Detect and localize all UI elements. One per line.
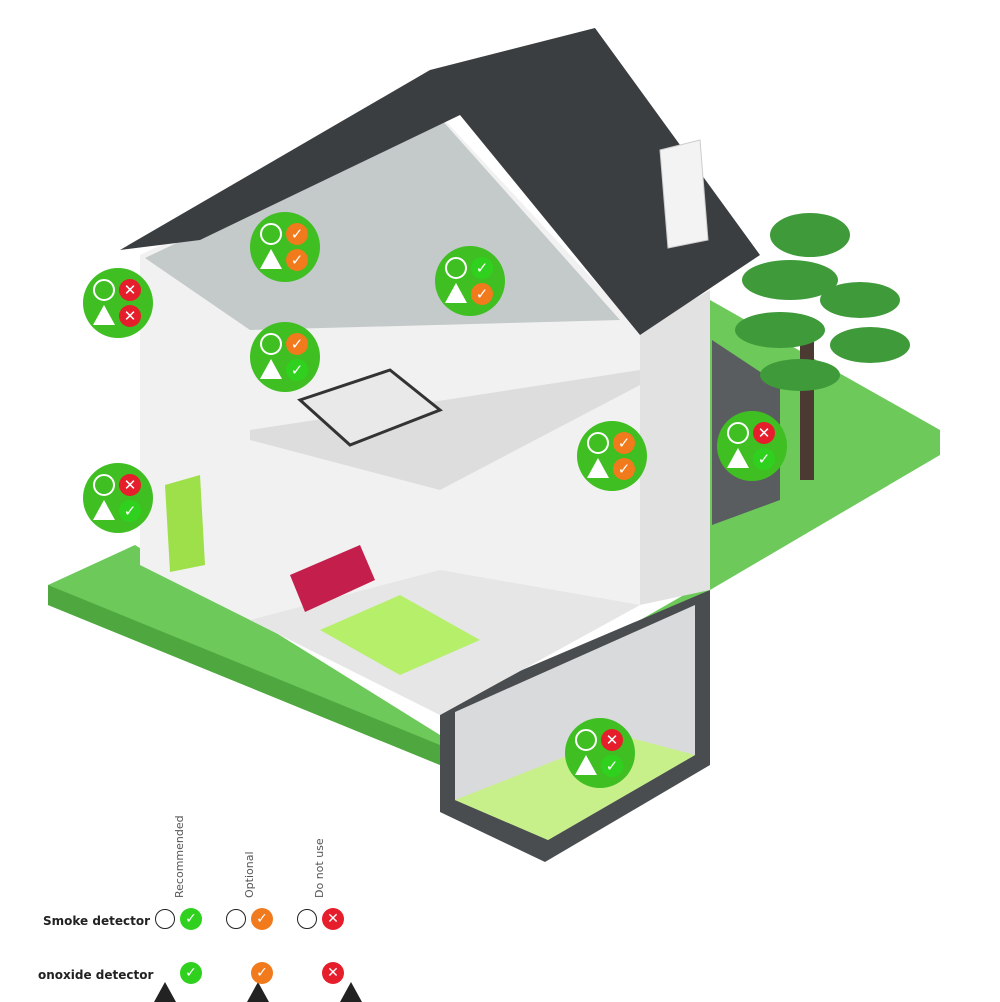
detector-badge-garage: ✕✓ xyxy=(717,411,787,481)
co-detector-icon xyxy=(727,448,749,468)
smoke-do-not-use-icon: ✕ xyxy=(119,474,141,496)
smoke-detector-icon xyxy=(575,729,597,751)
legend-smoke-icon xyxy=(155,909,175,929)
co-optional-icon: ✓ xyxy=(471,283,493,305)
legend-recommended-icon: ✓ xyxy=(180,908,202,930)
legend-col-recommended: Recommended xyxy=(173,815,186,898)
co-detector-icon xyxy=(575,755,597,775)
smoke-optional-icon: ✓ xyxy=(286,333,308,355)
basement-floor xyxy=(455,735,695,840)
legend-co-icon xyxy=(154,963,176,1002)
legend-optional-icon: ✓ xyxy=(251,962,273,984)
legend-row-smoke: Smoke detector xyxy=(43,914,150,928)
smoke-detector-icon xyxy=(727,422,749,444)
smoke-do-not-use-icon: ✕ xyxy=(601,729,623,751)
upper-floor xyxy=(250,370,640,490)
co-detector-icon xyxy=(445,283,467,303)
fridge xyxy=(165,475,205,572)
detector-badge-basement: ✕✓ xyxy=(565,718,635,788)
legend-do-not-use-icon: ✕ xyxy=(322,962,344,984)
co-detector-icon xyxy=(93,305,115,325)
lawn-edge xyxy=(48,585,440,765)
co-detector-icon xyxy=(587,458,609,478)
legend-smoke-icon xyxy=(226,909,246,929)
smoke-detector-icon xyxy=(93,279,115,301)
smoke-detector-icon xyxy=(445,257,467,279)
tree-foliage xyxy=(735,213,910,391)
detector-badge-attic: ✓✓ xyxy=(250,212,320,282)
co-optional-icon: ✓ xyxy=(286,249,308,271)
legend-do-not-use-icon: ✕ xyxy=(322,908,344,930)
smoke-optional-icon: ✓ xyxy=(613,432,635,454)
detector-badge-stairway: ✓✓ xyxy=(435,246,505,316)
detector-badge-bedroom: ✓✓ xyxy=(250,322,320,392)
co-detector-icon xyxy=(260,249,282,269)
co-optional-icon: ✓ xyxy=(613,458,635,480)
smoke-do-not-use-icon: ✕ xyxy=(119,279,141,301)
bed xyxy=(297,368,443,447)
tree-trunk xyxy=(800,330,814,480)
side-wall xyxy=(640,290,710,605)
co-recommended-icon: ✓ xyxy=(601,755,623,777)
co-recommended-icon: ✓ xyxy=(286,359,308,381)
co-detector-icon xyxy=(93,500,115,520)
legend-col-optional: Optional xyxy=(243,851,256,898)
rug xyxy=(320,595,480,675)
smoke-detector-icon xyxy=(260,223,282,245)
legend-recommended-icon: ✓ xyxy=(180,962,202,984)
smoke-optional-icon: ✓ xyxy=(286,223,308,245)
legend-row-co: onoxide detector xyxy=(38,968,154,982)
sofa xyxy=(290,545,375,612)
detector-badge-kitchen: ✕✓ xyxy=(83,463,153,533)
co-do-not-use-icon: ✕ xyxy=(119,305,141,327)
detector-badge-living-dining: ✓✓ xyxy=(577,421,647,491)
co-recommended-icon: ✓ xyxy=(119,500,141,522)
legend-smoke-icon xyxy=(297,909,317,929)
detector-badge-bathroom: ✕✕ xyxy=(83,268,153,338)
chimney xyxy=(659,139,709,249)
smoke-detector-icon xyxy=(260,333,282,355)
legend-col-do-not-use: Do not use xyxy=(313,838,326,898)
co-recommended-icon: ✓ xyxy=(753,448,775,470)
roof xyxy=(120,28,760,335)
smoke-detector-icon xyxy=(587,432,609,454)
legend-optional-icon: ✓ xyxy=(251,908,273,930)
smoke-recommended-icon: ✓ xyxy=(471,257,493,279)
co-detector-icon xyxy=(260,359,282,379)
smoke-do-not-use-icon: ✕ xyxy=(753,422,775,444)
smoke-detector-icon xyxy=(93,474,115,496)
